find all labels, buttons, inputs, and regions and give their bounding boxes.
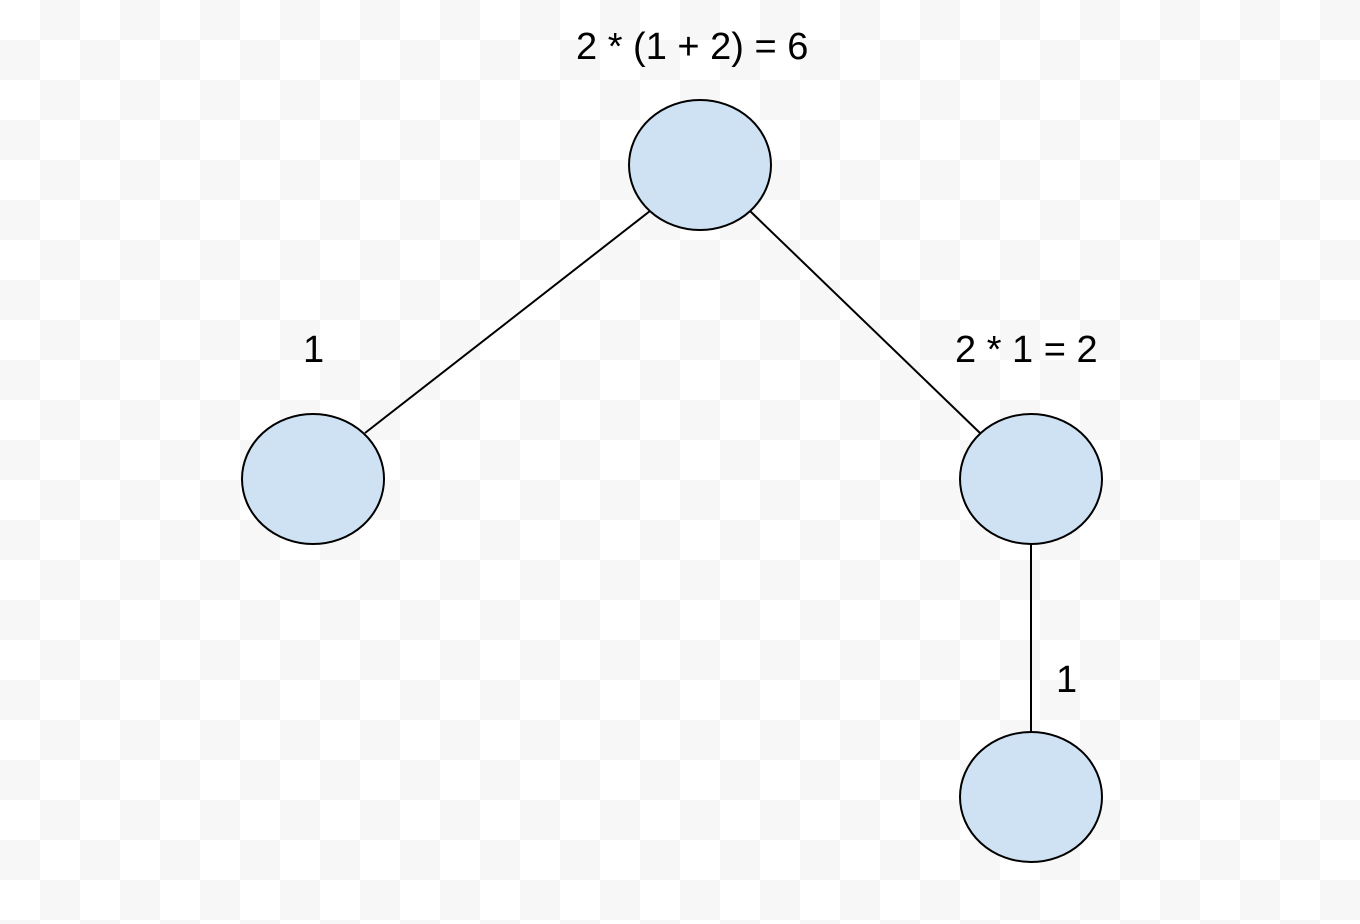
node-label-left: 1: [303, 329, 325, 371]
tree-node-right-child: [959, 731, 1103, 863]
node-label-root: 2 * (1 + 2) = 6: [576, 26, 809, 68]
node-label-right: 2 * 1 = 2: [955, 329, 1098, 371]
tree-node-left: [241, 413, 385, 545]
edge-root-to-right: [749, 210, 981, 434]
node-label-right-child: 1: [1056, 659, 1078, 701]
tree-node-root: [628, 99, 772, 231]
edge-root-to-left: [364, 210, 651, 434]
tree-node-right: [959, 413, 1103, 545]
